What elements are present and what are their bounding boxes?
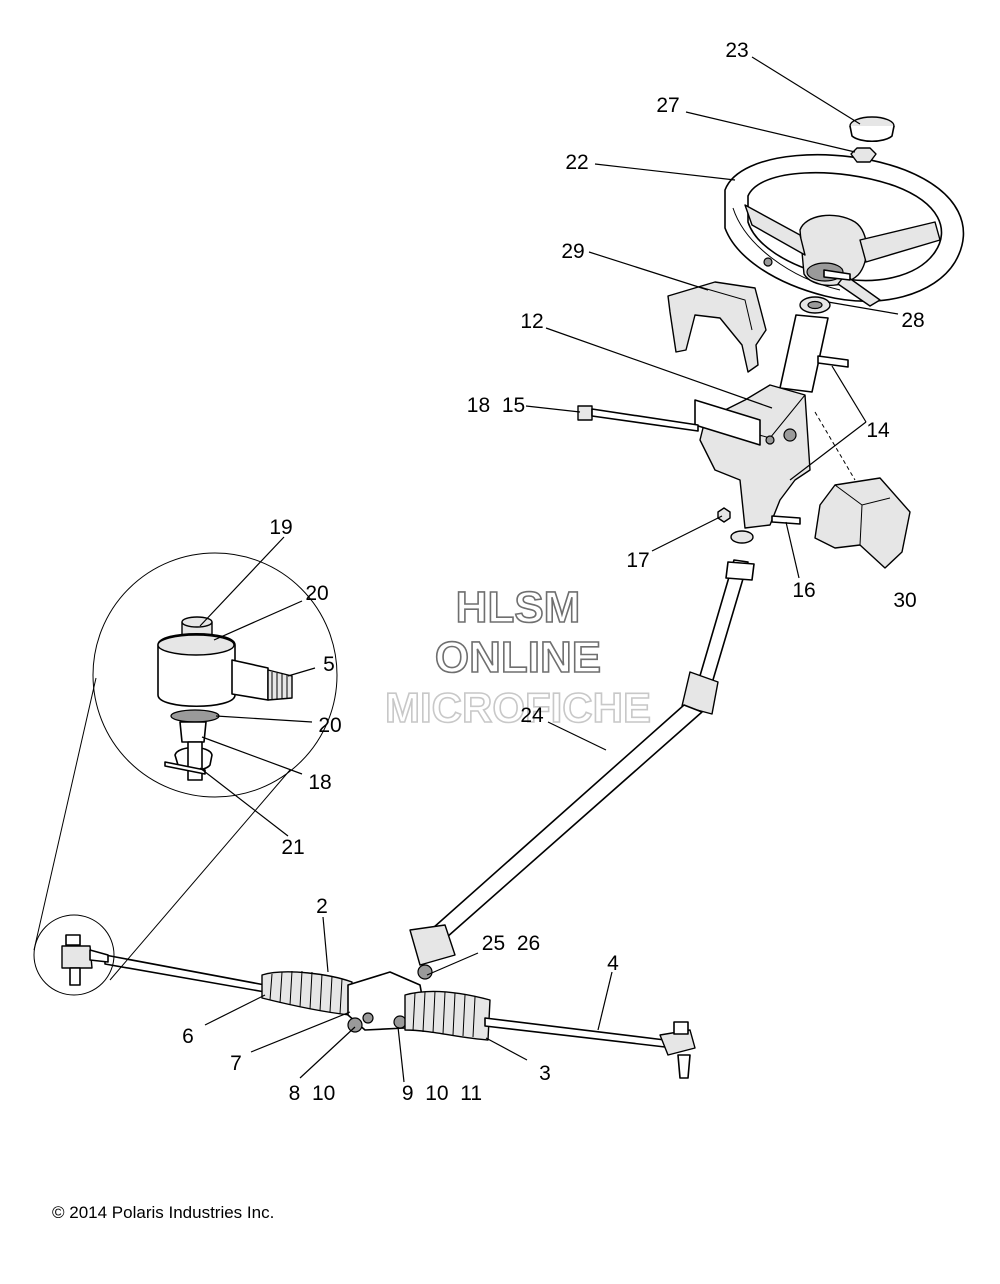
upper-column-cover: [667, 281, 767, 373]
callout-18: 18: [308, 771, 331, 794]
callout-29: 29: [561, 240, 584, 263]
callout-20-bottom: 20: [318, 714, 341, 737]
watermark-line-3: MICROFICHE: [385, 684, 651, 731]
lower-fasteners: [717, 507, 801, 525]
callout-20-top: 20: [305, 582, 328, 605]
callout-17: 17: [626, 549, 649, 572]
callout-8-10: 8 10: [289, 1082, 336, 1105]
callout-21: 21: [281, 836, 304, 859]
callout-22: 22: [565, 151, 588, 174]
callout-16: 16: [792, 579, 815, 602]
callout-2: 2: [316, 895, 328, 918]
pivot-bolt: [577, 405, 699, 432]
callout-3: 3: [539, 1062, 551, 1085]
copyright-notice: © 2014 Polaris Industries Inc.: [52, 1203, 275, 1222]
callout-18-15: 18 15: [467, 394, 525, 417]
callout-27: 27: [656, 94, 679, 117]
column-bearing: [799, 296, 831, 314]
steering-wheel-nut: [850, 147, 877, 163]
callout-24: 24: [520, 704, 544, 727]
callout-5: 5: [323, 653, 335, 676]
lower-column-cover: [814, 477, 911, 569]
detail-magnifier: [33, 552, 338, 996]
leader-lines: [199, 56, 899, 1083]
column-bolts: [763, 257, 851, 368]
callout-labels: 23 27 22 29 28 12 18 15 14 17 16 30 19 2…: [182, 39, 925, 1105]
callout-4: 4: [607, 952, 619, 975]
callout-23: 23: [725, 39, 748, 62]
watermark-line-1: HLSM: [456, 583, 581, 632]
callout-6: 6: [182, 1025, 194, 1048]
callout-9-10-11: 9 10 11: [402, 1082, 482, 1105]
watermark: HLSM ONLINE MICROFICHE: [384, 582, 652, 732]
callout-30: 30: [893, 589, 916, 612]
callout-28: 28: [901, 309, 924, 332]
callout-14: 14: [866, 419, 890, 442]
steering-wheel: [724, 153, 965, 307]
steering-column: [694, 314, 829, 529]
steering-wheel-cap: [849, 116, 895, 143]
steering-rack: [104, 954, 696, 1079]
callout-7: 7: [230, 1052, 242, 1075]
watermark-line-2: ONLINE: [435, 633, 601, 682]
callout-12: 12: [520, 310, 543, 333]
intermediate-shaft: [409, 530, 755, 966]
callout-25-26: 25 26: [482, 932, 540, 955]
callout-19: 19: [269, 516, 292, 539]
